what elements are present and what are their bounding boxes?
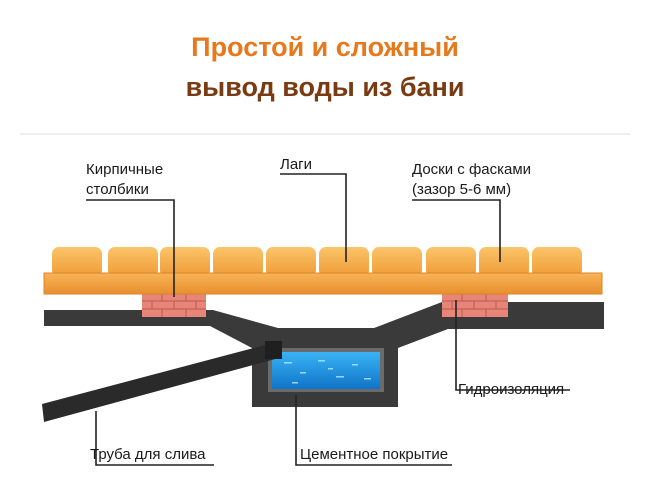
joist-plank [43, 272, 603, 295]
leader-waterproofing [455, 300, 570, 391]
label-drain-pipe: Труба для слива [90, 446, 206, 463]
leader-cement [295, 395, 452, 466]
label-brick-posts-line2: столбики [86, 181, 149, 198]
leader-lines [86, 173, 570, 466]
label-joists: Лаги [280, 156, 313, 173]
leader-brick-posts [86, 199, 175, 297]
label-cement-coating: Цементное покрытие [300, 446, 449, 463]
label-waterproofing: Гидроизоляция [458, 381, 565, 398]
title-line-2: вывод воды из бани [185, 72, 465, 102]
floor-boards [52, 247, 582, 277]
label-boards-line2: (зазор 5-6 мм) [412, 181, 512, 198]
leader-drain-pipe [95, 411, 214, 466]
leader-boards [412, 199, 501, 262]
cement-base [44, 302, 604, 407]
leader-joists [280, 173, 347, 262]
drain-pipe [42, 341, 282, 422]
brick-post-right [442, 293, 508, 317]
water [272, 352, 380, 389]
title-line-1: Простой и сложный [191, 32, 459, 62]
label-boards-line1: Доски с фасками [412, 161, 532, 178]
label-brick-posts-line1: Кирпичные [86, 161, 164, 178]
